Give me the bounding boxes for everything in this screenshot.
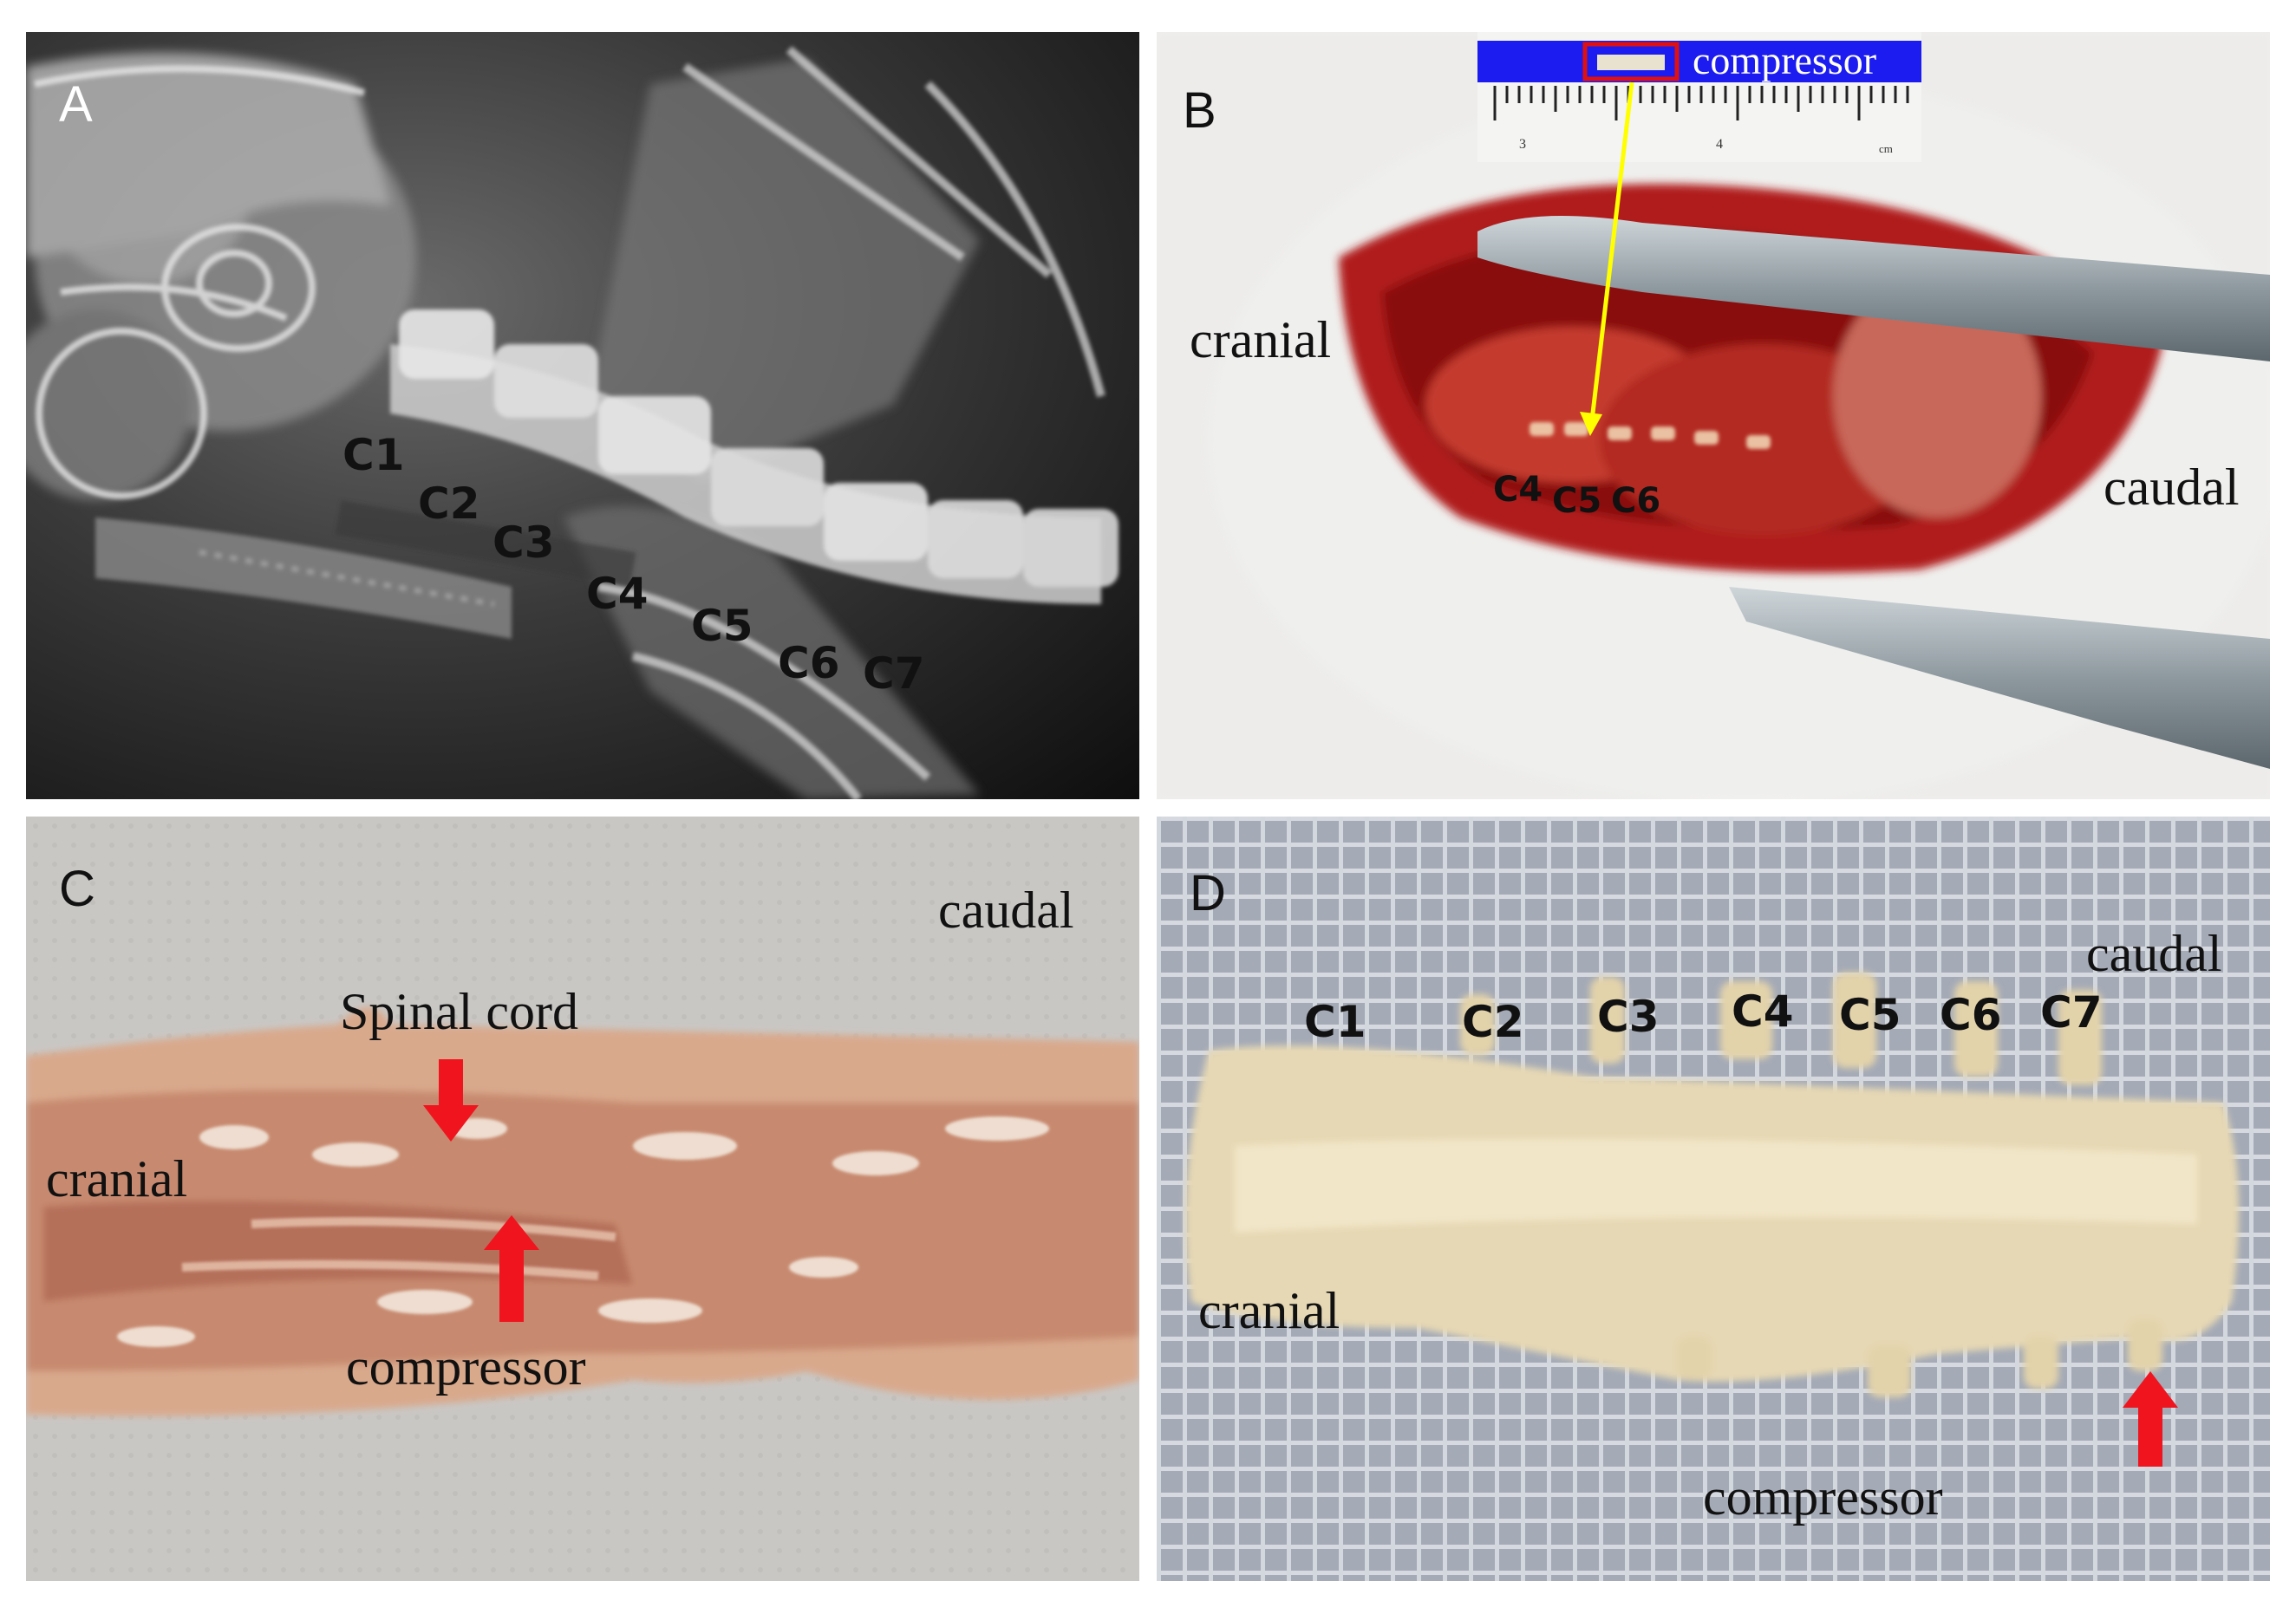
vertebra-label-c3: C3: [492, 517, 555, 568]
panel-a-xray: A C1 C2 C3 C4 C5 C6 C7: [26, 32, 1139, 799]
yellow-arrow-head: [1580, 412, 1602, 436]
vertebra-label-c2: C2: [418, 478, 480, 529]
ruler-ticks: [1493, 86, 1909, 120]
scale-number-3: 3: [1519, 137, 1526, 152]
specimen-c-image: [26, 817, 1139, 1581]
vertebra-label-d-c4: C4: [1732, 986, 1794, 1037]
cranial-label-c: cranial: [46, 1150, 188, 1207]
vertebra-label-d-c5: C5: [1839, 990, 1901, 1040]
panel-letter-c: C: [59, 861, 95, 917]
panel-letter-b: B: [1183, 82, 1216, 139]
vertebra-label-c1: C1: [342, 430, 405, 480]
scale-number-4: 4: [1716, 137, 1723, 152]
compressor-arrow-c-head: [484, 1215, 539, 1250]
vertebra-label-c6: C6: [778, 638, 840, 688]
inset-blue-bar: [1477, 41, 1921, 82]
compressor-arrow-c-shaft: [499, 1248, 524, 1322]
vertebra-label-d-c3: C3: [1597, 992, 1660, 1042]
vertebra-label-b-c6: C6: [1611, 481, 1661, 521]
vertebra-label-c7: C7: [863, 648, 925, 699]
caudal-label-c: caudal: [938, 882, 1074, 939]
vertebra-label-d-c6: C6: [1940, 990, 2002, 1040]
vertebra-label-b-c5: C5: [1552, 481, 1602, 521]
spinal-cord-arrow-head: [423, 1105, 479, 1142]
retractor-upper: [1477, 216, 2270, 361]
compressor-label-d: compressor: [1703, 1468, 1943, 1526]
compressor-highlight-box: [1582, 42, 1680, 81]
specimen-d-image: [1157, 817, 2270, 1581]
cranial-label-b: cranial: [1190, 311, 1332, 368]
vertebra-label-b-c4: C4: [1493, 470, 1543, 510]
vertebra-label-c4: C4: [586, 569, 649, 619]
xray-image: [26, 46, 1119, 799]
spinal-cord-label: Spinal cord: [340, 983, 578, 1040]
compressor-sample: [1597, 55, 1665, 70]
panel-c-specimen: C caudal Spinal cord cranial compressor: [26, 817, 1139, 1581]
compressor-arrow-d-head: [2123, 1371, 2178, 1408]
yellow-arrow-line: [1589, 81, 1634, 421]
caudal-label-d: caudal: [2086, 925, 2222, 982]
vertebra-label-c5: C5: [691, 601, 753, 651]
vertebra-label-d-c1: C1: [1304, 997, 1367, 1047]
vertebra-label-d-c7: C7: [2040, 987, 2103, 1038]
vertebra-label-d-c2: C2: [1462, 997, 1524, 1047]
cranial-label-d: cranial: [1198, 1282, 1340, 1339]
retractor-lower: [1729, 587, 2270, 769]
caudal-label-b: caudal: [2104, 459, 2240, 516]
panel-b-surgery: B compressor 3 4 cm cranial caudal C4 C5…: [1157, 32, 2270, 799]
panel-letter-d: D: [1190, 865, 1226, 921]
inset-compressor-label: compressor: [1693, 38, 1877, 82]
panel-letter-a: A: [59, 76, 93, 133]
panel-d-isolated-spine: D caudal C1 C2 C3 C4 C5 C6 C7 cranial co…: [1157, 817, 2270, 1581]
compressor-arrow-d-shaft: [2138, 1406, 2162, 1467]
spinal-cord-arrow-shaft: [439, 1059, 463, 1107]
surgery-image: [1157, 32, 2270, 799]
compressor-label-c: compressor: [346, 1338, 586, 1396]
scale-unit-cm: cm: [1879, 142, 1893, 155]
